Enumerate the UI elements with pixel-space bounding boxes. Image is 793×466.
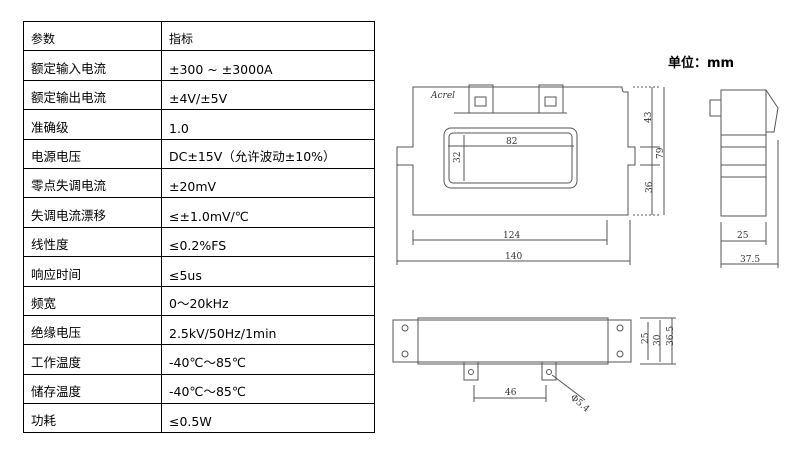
dim-79: 79 [656, 147, 666, 159]
header-param: 参数 [23, 20, 162, 52]
param-value: ≤0.2%FS [161, 226, 375, 258]
dim-36-5-bottom: 36.5 [666, 326, 676, 346]
param-name: 绝缘电压 [23, 314, 162, 346]
param-name: 电源电压 [23, 138, 162, 169]
dim-82: 82 [506, 137, 517, 147]
dim-37-5: 37.5 [740, 255, 760, 265]
dim-140: 140 [505, 252, 522, 262]
param-value: ≤±1.0mV/℃ [161, 197, 375, 228]
header-spec: 指标 [161, 20, 375, 52]
table-row: 功耗≤0.5W [23, 403, 375, 434]
param-name: 失调电流漂移 [23, 197, 162, 228]
table-row: 失调电流漂移≤±1.0mV/℃ [23, 197, 375, 228]
dim-46: 46 [505, 388, 517, 398]
table-header-row: 参数指标 [23, 20, 375, 52]
dim-hole-diameter: Φ5.4 [568, 393, 591, 415]
table-row: 零点失调电流±20mV [23, 167, 375, 199]
param-value: -40℃～85℃ [161, 344, 375, 375]
table-row: 响应时间≤5us [23, 256, 375, 287]
param-value: ≤0.5W [161, 403, 375, 434]
param-value: ±4V/±5V [161, 79, 375, 111]
param-name: 功耗 [23, 403, 162, 434]
param-value: DC±15V（允许波动±10%） [161, 138, 375, 169]
param-name: 响应时间 [23, 256, 162, 287]
table-row: 工作温度-40℃～85℃ [23, 344, 375, 375]
param-name: 线性度 [23, 226, 162, 258]
dim-25-bottom: 25 [641, 332, 651, 344]
param-value: 2.5kV/50Hz/1min [161, 314, 375, 346]
table-row: 额定输出电流±4V/±5V [23, 79, 375, 111]
param-value: -40℃～85℃ [161, 373, 375, 405]
param-value: 1.0 [161, 109, 375, 140]
dim-124: 124 [503, 231, 520, 241]
dim-36: 36 [645, 181, 655, 193]
dim-32: 32 [453, 152, 463, 163]
table-row: 储存温度-40℃～85℃ [23, 373, 375, 405]
param-name: 零点失调电流 [23, 167, 162, 199]
dim-25: 25 [737, 231, 749, 241]
param-value: ±20mV [161, 167, 375, 199]
param-value: ±300 ~ ±3000A [161, 50, 375, 81]
side-view-drawing [709, 89, 779, 268]
table-row: 线性度≤0.2%FS [23, 226, 375, 258]
brand-logo-text: Acrel [430, 91, 455, 101]
param-value: ≤5us [161, 256, 375, 287]
dim-43: 43 [644, 111, 654, 123]
dim-30-bottom: 30 [653, 334, 663, 346]
param-name: 储存温度 [23, 373, 162, 405]
bottom-view-drawing [392, 317, 676, 402]
front-view-drawing [396, 84, 665, 265]
param-name: 准确级 [23, 109, 162, 140]
param-value: 0～20kHz [161, 285, 375, 316]
unit-label: 单位：mm [668, 56, 735, 71]
param-name: 频宽 [23, 285, 162, 316]
table-row: 额定输入电流±300 ~ ±3000A [23, 50, 375, 81]
